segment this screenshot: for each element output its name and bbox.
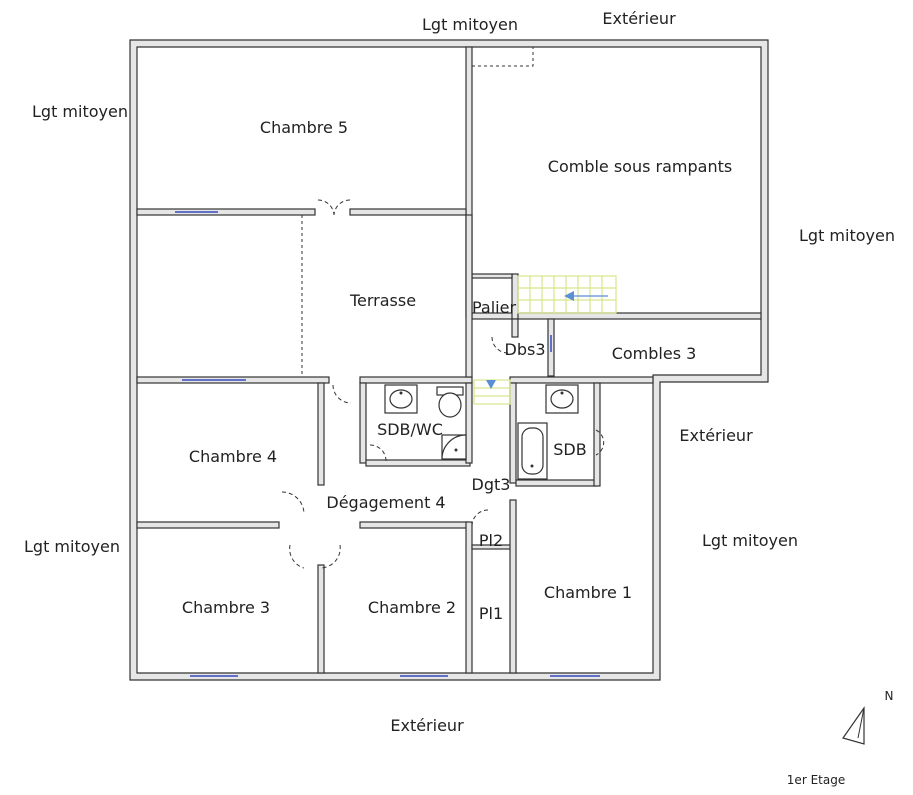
room-sdb-wc: SDB/WC xyxy=(377,420,443,439)
label-right-lgt-mitoyen-top: Lgt mitoyen xyxy=(799,226,895,245)
room-pl1: Pl1 xyxy=(479,604,503,623)
room-degagement4: Dégagement 4 xyxy=(326,493,445,512)
room-dbs3: Dbs3 xyxy=(505,340,546,359)
label-top-exterieur: Extérieur xyxy=(602,9,676,28)
sink-icon-sdb xyxy=(545,384,579,414)
room-chambre4: Chambre 4 xyxy=(189,447,277,466)
room-combles3: Combles 3 xyxy=(612,344,697,363)
doors xyxy=(281,199,605,569)
room-palier: Palier xyxy=(472,298,516,317)
room-chambre5: Chambre 5 xyxy=(260,118,348,137)
room-sdb: SDB xyxy=(553,440,586,459)
interior-walls xyxy=(136,46,762,674)
room-comble-sous-rampants: Comble sous rampants xyxy=(548,157,732,176)
dashed-lines xyxy=(301,47,534,377)
room-dgt3: Dgt3 xyxy=(472,475,511,494)
label-right-exterieur: Extérieur xyxy=(679,426,753,445)
windows xyxy=(175,211,600,677)
north-arrow-icon xyxy=(842,706,865,745)
label-right-lgt-mitoyen-bottom: Lgt mitoyen xyxy=(702,531,798,550)
label-top-lgt-mitoyen: Lgt mitoyen xyxy=(422,15,518,34)
floor-label: 1er Etage xyxy=(787,773,845,787)
label-left-lgt-mitoyen-bottom: Lgt mitoyen xyxy=(24,537,120,556)
compass-label: N xyxy=(885,689,894,703)
toilet-icon xyxy=(436,386,464,418)
outer-walls xyxy=(129,39,769,681)
stairs-upper xyxy=(517,275,617,314)
room-chambre3: Chambre 3 xyxy=(182,598,270,617)
bathtub-icon xyxy=(517,422,548,480)
label-bottom-exterieur: Extérieur xyxy=(390,716,464,735)
shower-icon xyxy=(441,434,467,460)
label-left-lgt-mitoyen-top: Lgt mitoyen xyxy=(32,102,128,121)
room-terrasse: Terrasse xyxy=(349,291,416,310)
room-chambre2: Chambre 2 xyxy=(368,598,456,617)
stairs-lower xyxy=(473,379,511,405)
sink-icon xyxy=(384,384,418,414)
room-chambre1: Chambre 1 xyxy=(544,583,632,602)
room-pl2: Pl2 xyxy=(479,531,503,550)
